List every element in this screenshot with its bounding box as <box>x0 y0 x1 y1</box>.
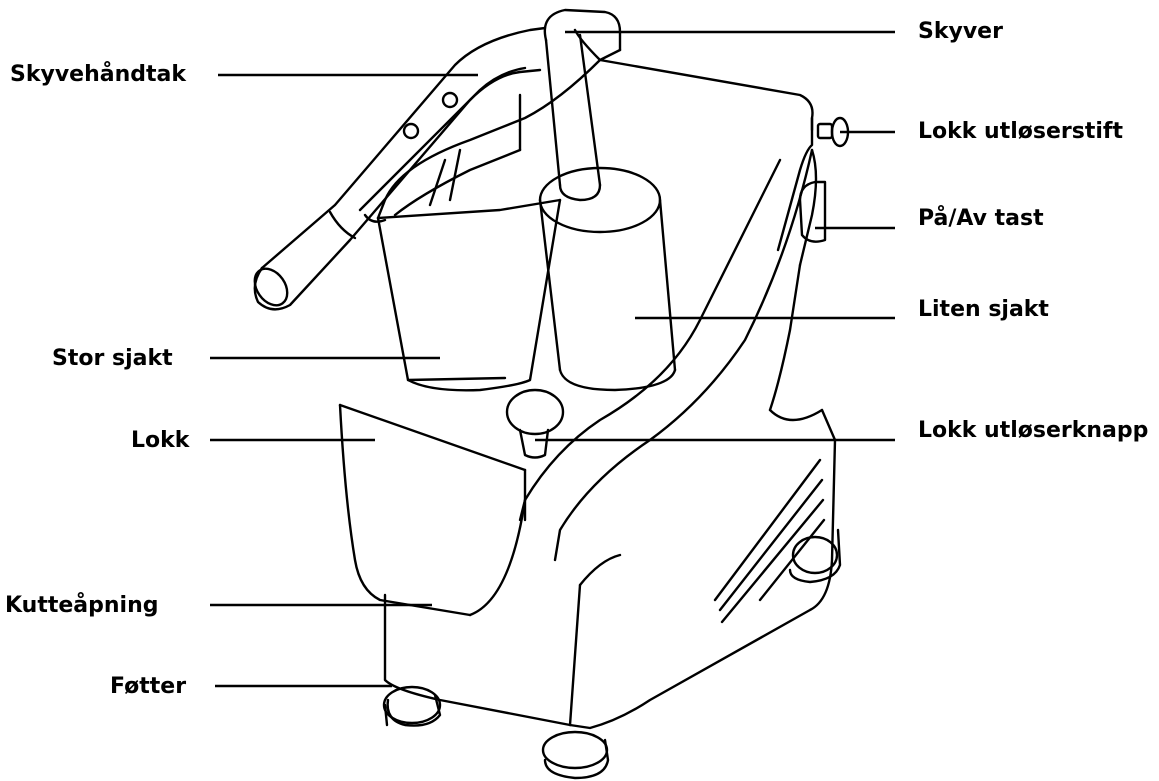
large-chute <box>376 148 562 392</box>
label-lokk-utloserknapp: Lokk utløserknapp <box>918 418 1149 443</box>
label-fotter: Føtter <box>110 674 187 699</box>
label-skyver: Skyver <box>918 19 1003 44</box>
label-kutteapning: Kutteåpning <box>5 593 159 618</box>
label-lokk-utloserstift: Lokk utløserstift <box>918 119 1123 144</box>
lid-release-knob <box>505 388 565 459</box>
label-pa-av-tast: På/Av tast <box>918 206 1044 231</box>
pusher-handle-arm <box>253 26 547 311</box>
on-off-switch <box>798 180 827 243</box>
small-chute <box>538 166 677 392</box>
label-lokk: Lokk <box>131 428 190 453</box>
pusher <box>543 8 622 202</box>
feet <box>382 528 842 780</box>
label-liten-sjakt: Liten sjakt <box>918 297 1049 322</box>
label-stor-sjakt: Stor sjakt <box>52 346 173 371</box>
label-skyvehandtak: Skyvehåndtak <box>10 62 186 87</box>
